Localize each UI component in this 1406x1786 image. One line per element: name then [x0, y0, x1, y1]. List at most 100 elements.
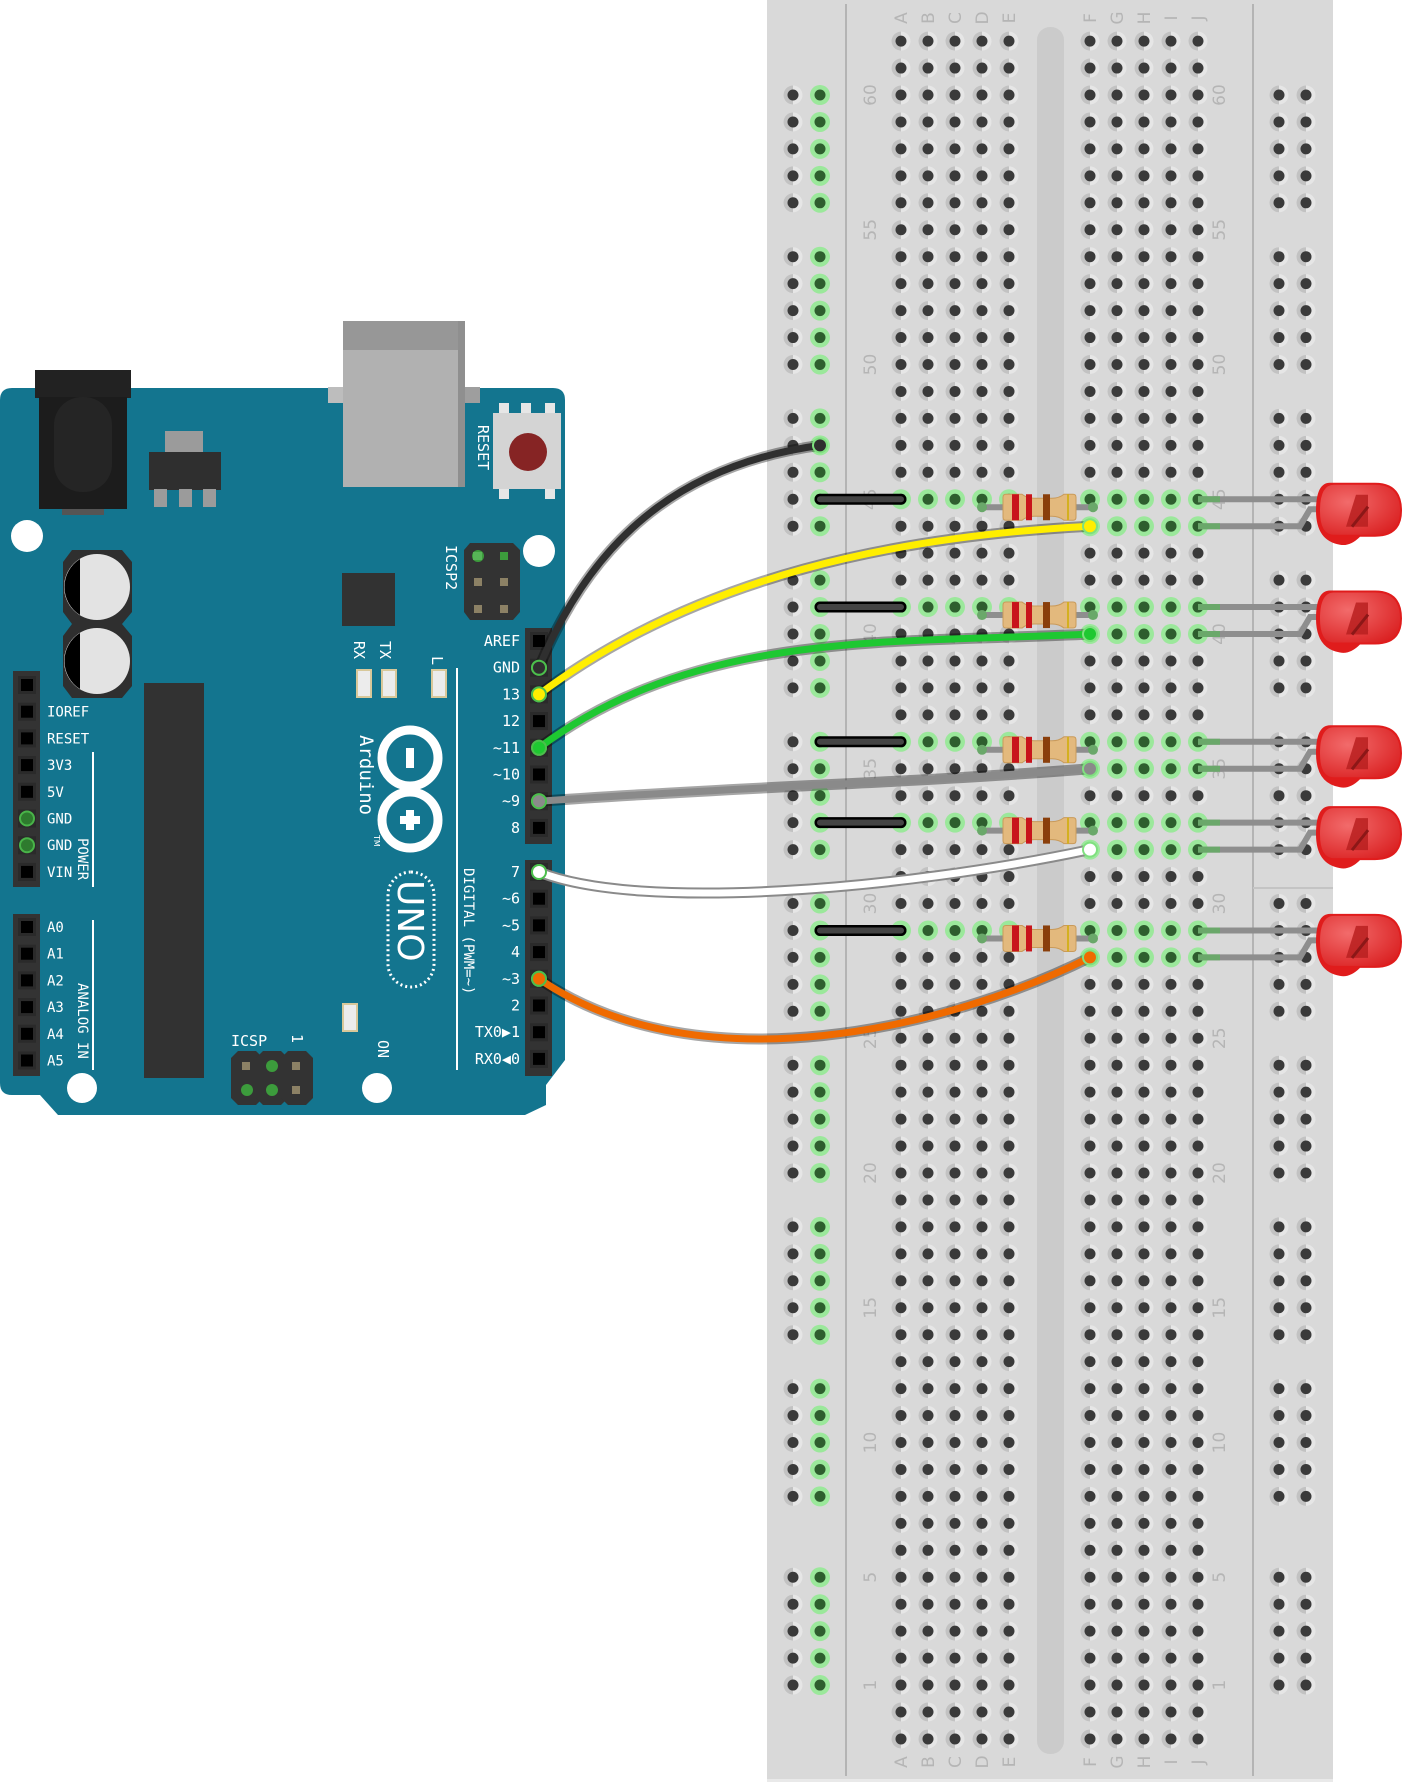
breadboard-hole[interactable]	[1161, 867, 1181, 887]
breadboard-hole[interactable]	[918, 220, 938, 240]
breadboard-hole[interactable]	[1134, 1540, 1154, 1560]
breadboard-hole[interactable]	[1107, 1406, 1127, 1426]
breadboard-hole[interactable]	[1188, 1190, 1208, 1210]
rail-hole[interactable]	[1296, 1594, 1316, 1614]
breadboard-hole[interactable]	[1161, 894, 1181, 913]
rail-hole[interactable]	[1269, 1648, 1289, 1668]
breadboard-hole[interactable]	[1134, 435, 1154, 455]
breadboard-hole[interactable]	[1188, 1109, 1208, 1129]
rail-hole[interactable]	[1296, 1621, 1316, 1641]
breadboard-hole[interactable]	[918, 139, 938, 159]
power-pin[interactable]	[18, 702, 36, 721]
breadboard-hole[interactable]	[918, 1163, 938, 1183]
breadboard-hole[interactable]	[1107, 1352, 1127, 1372]
breadboard-hole[interactable]	[999, 85, 1019, 105]
breadboard-hole[interactable]	[1161, 462, 1181, 482]
breadboard-hole[interactable]	[972, 894, 992, 913]
breadboard-hole[interactable]	[945, 220, 965, 240]
breadboard-hole[interactable]	[1134, 1325, 1154, 1345]
rail-hole[interactable]	[783, 1433, 803, 1452]
breadboard-hole[interactable]	[1134, 139, 1154, 159]
rail-hole[interactable]	[810, 1001, 830, 1022]
rail-hole[interactable]	[1296, 1459, 1316, 1479]
breadboard-hole[interactable]	[999, 1271, 1019, 1291]
rail-hole[interactable]	[810, 1675, 830, 1696]
breadboard-hole[interactable]	[1080, 1055, 1100, 1075]
rail-hole[interactable]	[1296, 1136, 1316, 1156]
breadboard-hole[interactable]	[1134, 543, 1154, 563]
breadboard-hole[interactable]	[1188, 301, 1208, 321]
signal-wire[interactable]	[531, 626, 1098, 756]
breadboard-hole[interactable]	[945, 139, 965, 159]
rail-hole[interactable]	[1269, 1001, 1289, 1021]
breadboard-hole[interactable]	[1080, 381, 1100, 401]
rail-hole[interactable]	[1269, 786, 1289, 806]
breadboard-hole[interactable]	[972, 516, 992, 536]
breadboard-hole[interactable]	[891, 1217, 911, 1237]
breadboard-hole[interactable]	[891, 193, 911, 213]
breadboard-hole[interactable]	[945, 462, 965, 482]
breadboard-hole[interactable]	[1134, 247, 1154, 267]
breadboard-hole[interactable]	[891, 1001, 911, 1021]
breadboard-hole[interactable]	[972, 786, 992, 806]
breadboard-hole[interactable]	[1134, 758, 1154, 779]
rail-hole[interactable]	[810, 165, 830, 186]
rail-hole[interactable]	[783, 247, 803, 267]
rail-hole[interactable]	[1269, 355, 1289, 374]
breadboard-hole[interactable]	[999, 1028, 1019, 1048]
rail-hole[interactable]	[810, 1567, 830, 1588]
breadboard-hole[interactable]	[1080, 1109, 1100, 1129]
breadboard-hole[interactable]	[918, 489, 938, 510]
red-led[interactable]	[1198, 725, 1402, 788]
breadboard-hole[interactable]	[945, 112, 965, 132]
rail-hole[interactable]	[783, 1325, 803, 1345]
breadboard-hole[interactable]	[1080, 1648, 1100, 1668]
breadboard-hole[interactable]	[918, 31, 938, 51]
rail-hole[interactable]	[1296, 1163, 1316, 1183]
rail-hole[interactable]	[783, 1082, 803, 1102]
breadboard-hole[interactable]	[945, 408, 965, 428]
breadboard-hole[interactable]	[1134, 1648, 1154, 1668]
breadboard-hole[interactable]	[1107, 1109, 1127, 1129]
breadboard-hole[interactable]	[972, 570, 992, 590]
rail-hole[interactable]	[810, 624, 830, 644]
breadboard-hole[interactable]	[918, 1298, 938, 1318]
rail-hole[interactable]	[810, 138, 830, 159]
breadboard-hole[interactable]	[1107, 894, 1127, 913]
rail-hole[interactable]	[783, 813, 803, 833]
breadboard-hole[interactable]	[918, 408, 938, 428]
breadboard-hole[interactable]	[1134, 1702, 1154, 1722]
breadboard-hole[interactable]	[999, 193, 1019, 213]
power-pin[interactable]	[18, 836, 36, 855]
resistor-220-ohm[interactable]	[977, 924, 1098, 952]
breadboard-hole[interactable]	[918, 731, 938, 752]
breadboard-hole[interactable]	[1107, 166, 1127, 186]
rail-hole[interactable]	[1269, 678, 1289, 698]
breadboard-hole[interactable]	[999, 247, 1019, 267]
breadboard-hole[interactable]	[891, 894, 911, 913]
breadboard-hole[interactable]	[1080, 1163, 1100, 1183]
rail-hole[interactable]	[783, 112, 803, 132]
breadboard-hole[interactable]	[999, 408, 1019, 428]
breadboard-hole[interactable]	[999, 1109, 1019, 1129]
breadboard-hole[interactable]	[1188, 1352, 1208, 1372]
breadboard-hole[interactable]	[918, 705, 938, 725]
breadboard-hole[interactable]	[1134, 1621, 1154, 1641]
power-pin[interactable]	[18, 809, 36, 828]
ground-wire[interactable]	[531, 437, 828, 676]
breadboard-hole[interactable]	[1134, 489, 1154, 510]
breadboard-hole[interactable]	[945, 705, 965, 725]
breadboard-hole[interactable]	[1080, 328, 1100, 348]
breadboard-hole[interactable]	[999, 1406, 1019, 1426]
rail-hole[interactable]	[783, 1379, 803, 1399]
breadboard-hole[interactable]	[1188, 1001, 1208, 1021]
breadboard-hole[interactable]	[918, 1082, 938, 1102]
rail-hole[interactable]	[1296, 1055, 1316, 1075]
breadboard-hole[interactable]	[918, 1459, 938, 1479]
breadboard-hole[interactable]	[1161, 1244, 1181, 1264]
breadboard-hole[interactable]	[1134, 381, 1154, 401]
rail-hole[interactable]	[1296, 462, 1316, 482]
breadboard-hole[interactable]	[945, 894, 965, 913]
breadboard-hole[interactable]	[1188, 1567, 1208, 1587]
rail-hole[interactable]	[1296, 139, 1316, 159]
